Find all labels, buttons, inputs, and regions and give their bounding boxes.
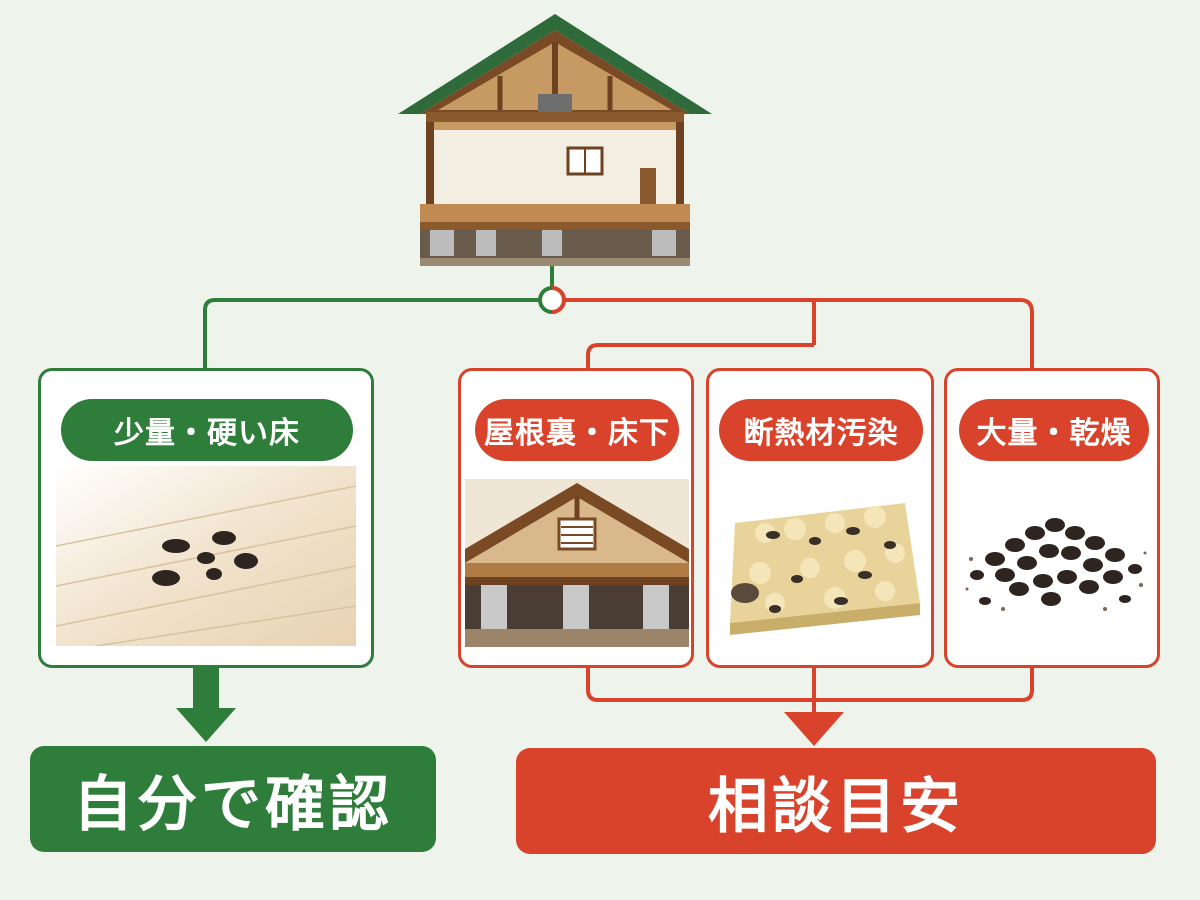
contaminated-insulation [730,503,920,635]
result-consult: 相談目安 [516,748,1156,854]
panel-large-dry: 大量・乾燥 [944,368,1160,668]
result-self-check: 自分で確認 [30,746,436,852]
panel-insulation: 断熱材汚染 [706,368,934,668]
label-attic-crawlspace: 屋根裏・床下 [475,399,679,461]
house-cross-section-icon [398,14,712,266]
panel-self-check: 少量・硬い床 [38,368,374,668]
label-self-check-condition: 少量・硬い床 [61,399,353,461]
label-large-dry: 大量・乾燥 [959,399,1149,461]
panel-attic-crawlspace: 屋根裏・床下 [458,368,694,668]
droppings-on-wood-floor [56,466,356,646]
large-pile-of-dry-droppings [965,518,1147,611]
red-arrow-head [784,712,844,746]
green-arrow-head [176,708,236,742]
attic-and-crawlspace [465,479,689,647]
label-insulation-contamination: 断熱材汚染 [719,399,923,461]
